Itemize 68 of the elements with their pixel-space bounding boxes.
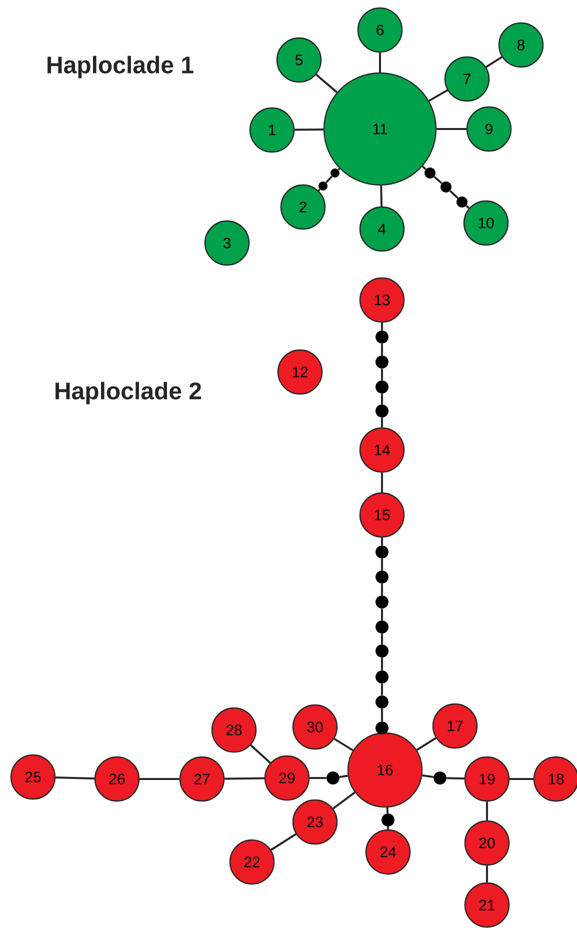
connector-line (381, 558, 383, 570)
clade-label: Haploclade 1 (48, 56, 194, 78)
connector-line (446, 777, 464, 780)
mutation-dot (376, 696, 388, 708)
connector-line (294, 128, 324, 131)
connector-line (466, 205, 470, 209)
mutation-dot (434, 772, 446, 784)
connector-line (449, 190, 459, 199)
connector-line (381, 634, 383, 644)
connector-line (416, 737, 436, 751)
connector-line (436, 128, 466, 130)
connector-line (310, 777, 326, 779)
connector-line (381, 344, 383, 356)
mutation-dot (376, 380, 388, 394)
mutation-dot (376, 330, 388, 344)
mutation-dot (456, 196, 468, 208)
connector-line (422, 774, 434, 778)
connector-line (381, 684, 383, 696)
connector-line (338, 168, 340, 170)
connector-line (339, 774, 348, 778)
connector-line (224, 777, 264, 780)
connector-line (334, 738, 354, 752)
mutation-dot (424, 168, 436, 178)
connector-line (140, 778, 180, 780)
mutation-dot (376, 670, 388, 684)
connector-line (381, 658, 383, 670)
connector-line (381, 368, 383, 380)
mutation-dot (330, 168, 340, 178)
connector-line (486, 802, 488, 820)
connector-line (486, 866, 488, 882)
mutation-dot (326, 772, 340, 784)
connector-line (332, 792, 356, 810)
clade-label: Haploclade 2 (56, 382, 202, 404)
connector-line (381, 418, 383, 428)
connector-line (422, 166, 426, 170)
mutation-dot (376, 404, 388, 418)
mutation-dot (382, 814, 394, 826)
connector-line (434, 176, 442, 184)
mutation-dot (318, 182, 328, 190)
connector-line (386, 807, 389, 814)
connector-line (381, 472, 383, 492)
connector-line (381, 608, 383, 620)
connector-line (380, 186, 383, 206)
connector-line (510, 778, 534, 780)
mutation-dot (376, 596, 388, 608)
mutation-dot (376, 356, 388, 368)
connector-line (428, 89, 448, 102)
connector-line (387, 826, 389, 830)
connector-line (381, 538, 383, 546)
connector-line (381, 322, 383, 330)
connector-line (381, 708, 383, 722)
mutation-dot (440, 182, 452, 192)
connector-line (270, 833, 296, 851)
connector-line (381, 732, 384, 735)
mutation-dot (376, 644, 388, 658)
connector-line (381, 394, 383, 404)
connector-line (325, 176, 333, 184)
connector-line (316, 74, 338, 94)
connector-line (250, 744, 271, 764)
connector-line (486, 56, 502, 68)
connector-line (381, 584, 383, 596)
connector-line (379, 52, 381, 72)
mutation-dot (376, 570, 388, 584)
mutation-dot (376, 546, 388, 558)
mutation-dot (376, 722, 388, 734)
connector-line (318, 188, 320, 192)
mutation-dot (376, 620, 388, 634)
connector-line (56, 776, 94, 780)
